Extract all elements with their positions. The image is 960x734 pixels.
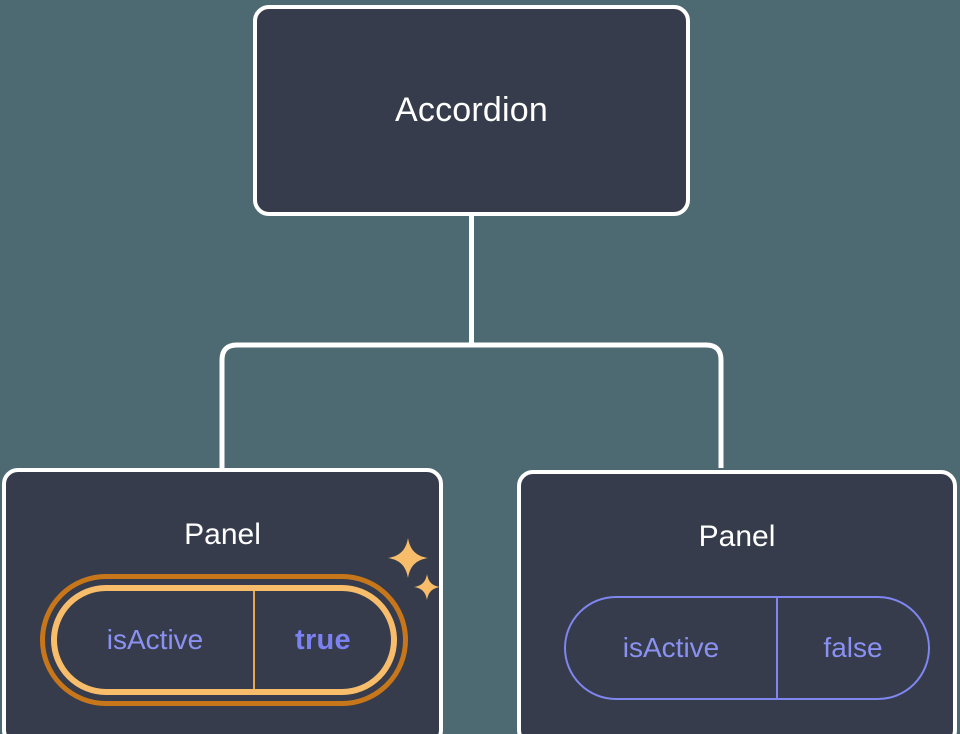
prop-pill-divider: [776, 598, 778, 698]
prop-key-label: isActive: [622, 632, 720, 663]
prop-pill-isactive-true[interactable]: isActive true: [40, 574, 408, 706]
prop-value-label: true: [295, 623, 351, 656]
prop-pill-inner-ring: isActive true: [51, 585, 397, 695]
prop-pill-divider: [253, 591, 255, 689]
node-accordion-title: Accordion: [395, 91, 548, 129]
node-panel-right[interactable]: Panel isActive false: [517, 470, 957, 734]
prop-pill-isactive-false[interactable]: isActive false: [564, 596, 930, 700]
node-panel-left-title: Panel: [184, 518, 261, 551]
node-accordion[interactable]: Accordion: [253, 5, 690, 216]
node-panel-right-title: Panel: [698, 520, 776, 553]
prop-value-label: false: [823, 632, 883, 663]
node-panel-left[interactable]: Panel isActive true: [2, 468, 443, 734]
prop-key-label: isActive: [106, 624, 204, 655]
connector-bus: [219, 342, 724, 468]
